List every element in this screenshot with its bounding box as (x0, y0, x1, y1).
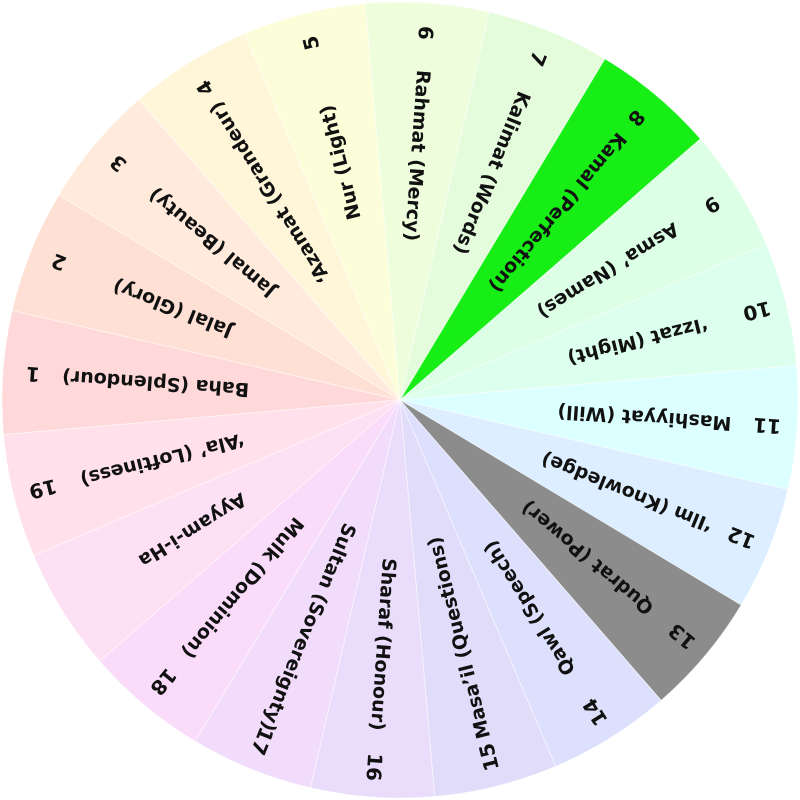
segment-number-5: 5 (298, 33, 325, 52)
segment-number-6: 6 (413, 25, 438, 41)
segment-number-1: 1 (25, 362, 41, 387)
segment-number-11: 11 (752, 413, 781, 439)
segment-20 (3, 399, 401, 557)
segment-number-16: 16 (361, 752, 387, 781)
